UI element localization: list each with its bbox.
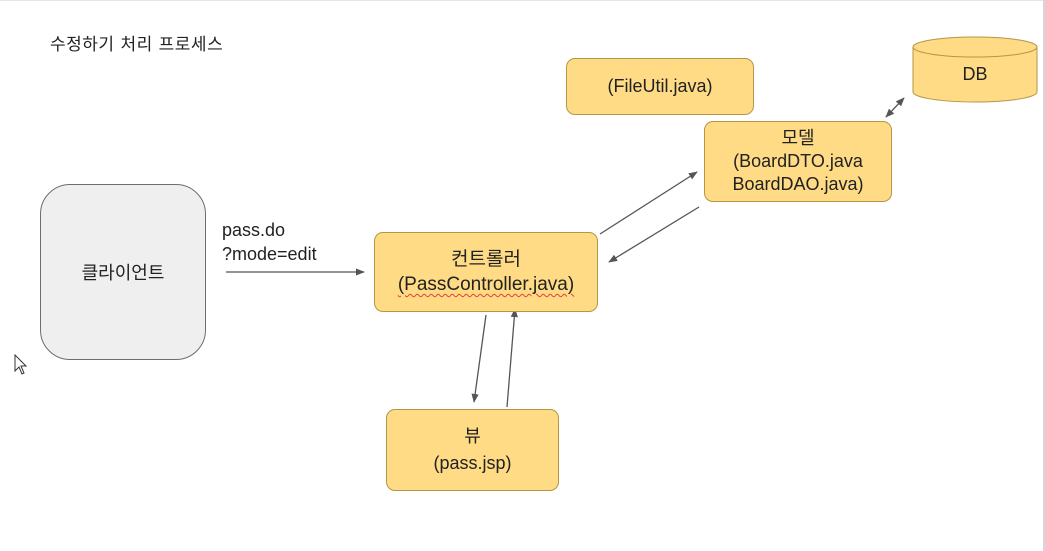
arrow-controller-to-model (599, 171, 698, 235)
fileutil-node: (FileUtil.java) (566, 58, 754, 115)
frame-right-line (1043, 0, 1045, 551)
db-cylinder (912, 36, 1038, 103)
controller-title: 컨트롤러 (451, 248, 521, 270)
arrow-controller-to-view (471, 314, 487, 403)
arrow-view-to-controller (506, 308, 518, 408)
model-line1: (BoardDTO.java (733, 151, 863, 171)
view-subtitle: (pass.jsp) (433, 453, 512, 473)
model-node: 모델 (BoardDTO.java BoardDAO.java) (704, 121, 892, 202)
arrow-model-to-controller (608, 206, 700, 263)
controller-node: 컨트롤러 (PassController.java) (374, 232, 598, 312)
frame-top-line (0, 0, 1045, 1)
request-line1: pass.do (222, 220, 286, 240)
view-title: 뷰 (464, 426, 481, 447)
request-label: pass.do ?mode=edit (222, 218, 317, 266)
page-title: 수정하기 처리 프로세스 (50, 35, 224, 55)
controller-subtitle: (PassController.java) (397, 274, 575, 295)
model-line2: BoardDAO.java) (732, 174, 864, 194)
view-node: 뷰 (pass.jsp) (386, 409, 559, 491)
client-label: 클라이언트 (81, 263, 165, 284)
model-title: 모델 (781, 128, 815, 149)
request-line2: ?mode=edit (222, 244, 317, 264)
fileutil-label: (FileUtil.java) (607, 76, 713, 96)
client-node: 클라이언트 (40, 184, 206, 360)
mouse-cursor-icon (14, 354, 28, 375)
db-label: DB (962, 64, 988, 84)
arrow-model-db (885, 97, 905, 118)
